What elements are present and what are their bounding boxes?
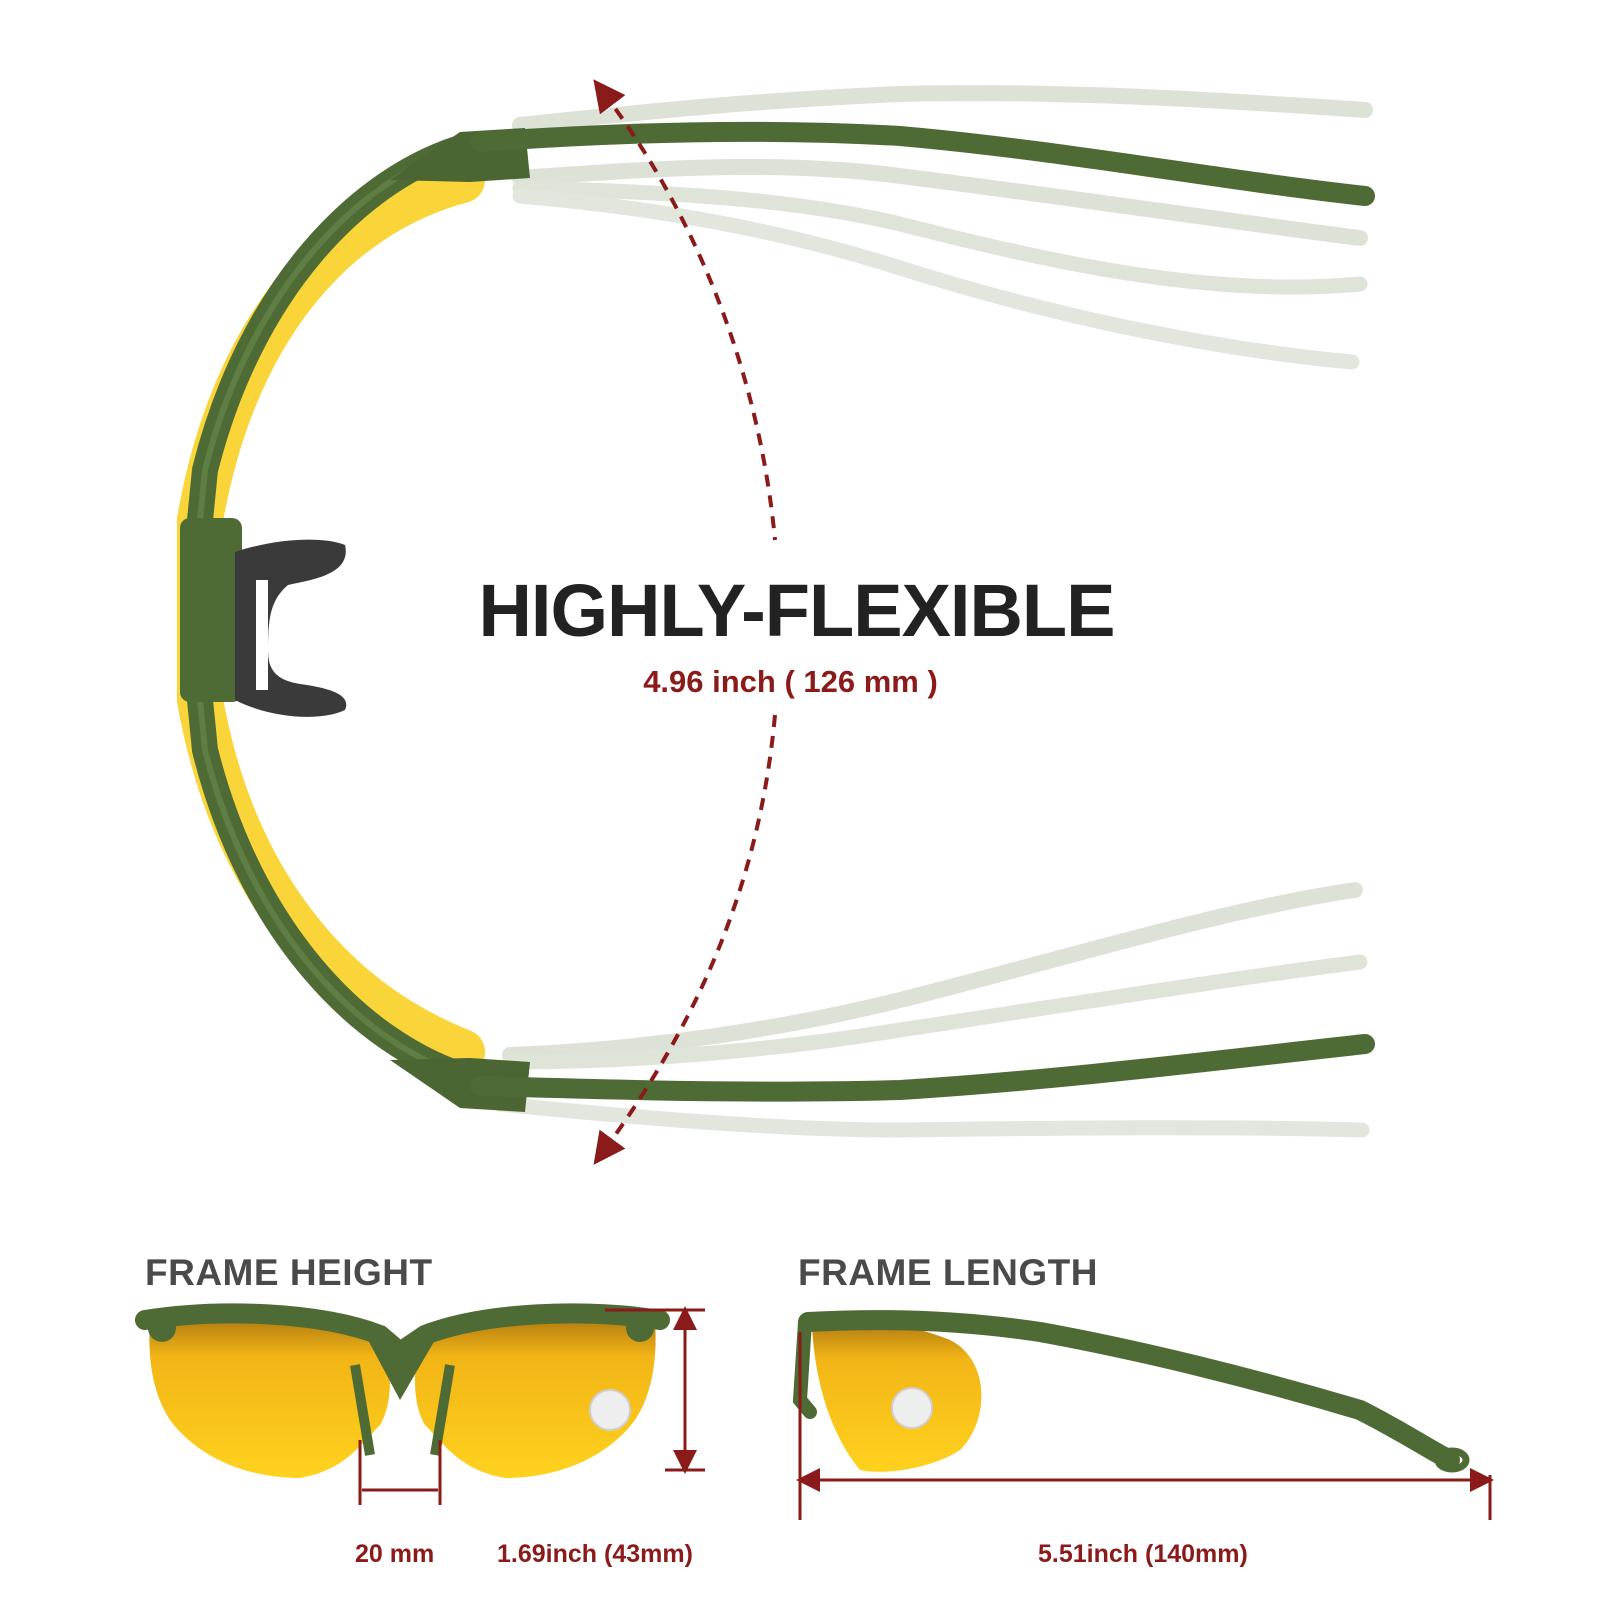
headline-title: HIGHLY-FLEXIBLE — [478, 569, 1115, 652]
frame-length-title: FRAME LENGTH — [798, 1252, 1098, 1293]
frame-length-label: 5.51inch (140mm) — [1038, 1540, 1248, 1568]
front-view-glasses — [135, 1303, 670, 1478]
frame-height-title: FRAME HEIGHT — [145, 1252, 433, 1293]
temple-arm-bottom — [470, 1034, 1375, 1102]
ghost-temples-bottom — [492, 882, 1370, 1138]
frame-height-measure — [358, 1306, 705, 1505]
frame-length-measure — [796, 1332, 1494, 1520]
flex-measure-arc — [593, 79, 777, 1165]
frame-height-label: 1.69inch (43mm) — [497, 1540, 693, 1568]
temple-arm-top — [470, 121, 1375, 206]
bridge-block — [180, 518, 242, 702]
bridge-width-label: 20 mm — [355, 1540, 435, 1568]
side-view-glasses — [792, 1310, 1470, 1473]
flex-measurement-label: 4.96 inch ( 126 mm ) — [643, 664, 938, 699]
